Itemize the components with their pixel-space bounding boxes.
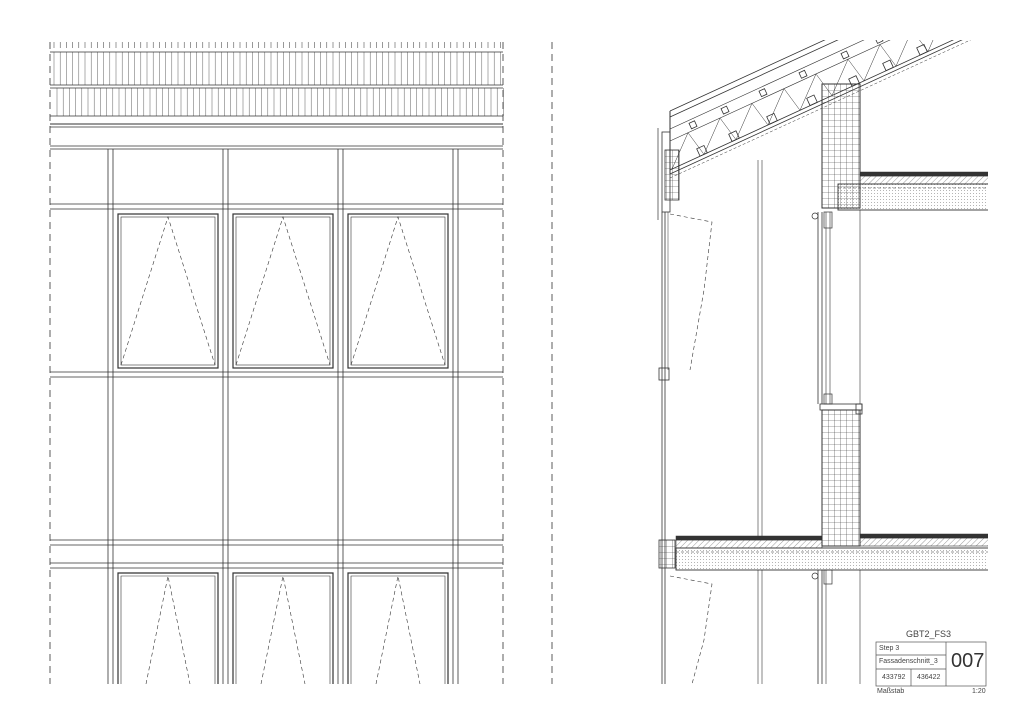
roof-battens — [688, 40, 928, 157]
lower-floor-slab — [675, 533, 988, 571]
roof-tile-strips — [53, 42, 504, 116]
lower-window-2 — [232, 572, 334, 685]
id-1: 433792 — [882, 674, 906, 681]
masonry-column-lower — [819, 403, 863, 547]
title-block — [875, 641, 987, 687]
sheet-number: 007 — [951, 650, 985, 672]
scale-value: 1:20 — [972, 688, 986, 695]
id-2: 436422 — [917, 674, 941, 681]
step-label: Step 3 — [879, 645, 900, 652]
drawing-name: GBT2_FS3 — [906, 629, 952, 639]
eave-fascia — [657, 128, 680, 220]
interior-window — [811, 211, 833, 684]
facade-elevation — [49, 42, 553, 685]
view-name: Fassadenschnitt_3 — [879, 658, 938, 665]
exterior-glazing — [658, 212, 713, 684]
upper-floor-slab — [837, 171, 988, 211]
upper-window-1 — [117, 213, 219, 369]
lower-window-3 — [347, 572, 449, 685]
upper-window-2 — [232, 213, 334, 369]
scale-label: Maßstab — [877, 688, 905, 695]
upper-window-3 — [347, 213, 449, 369]
facade-section — [657, 40, 988, 684]
lower-window-1 — [117, 572, 219, 685]
